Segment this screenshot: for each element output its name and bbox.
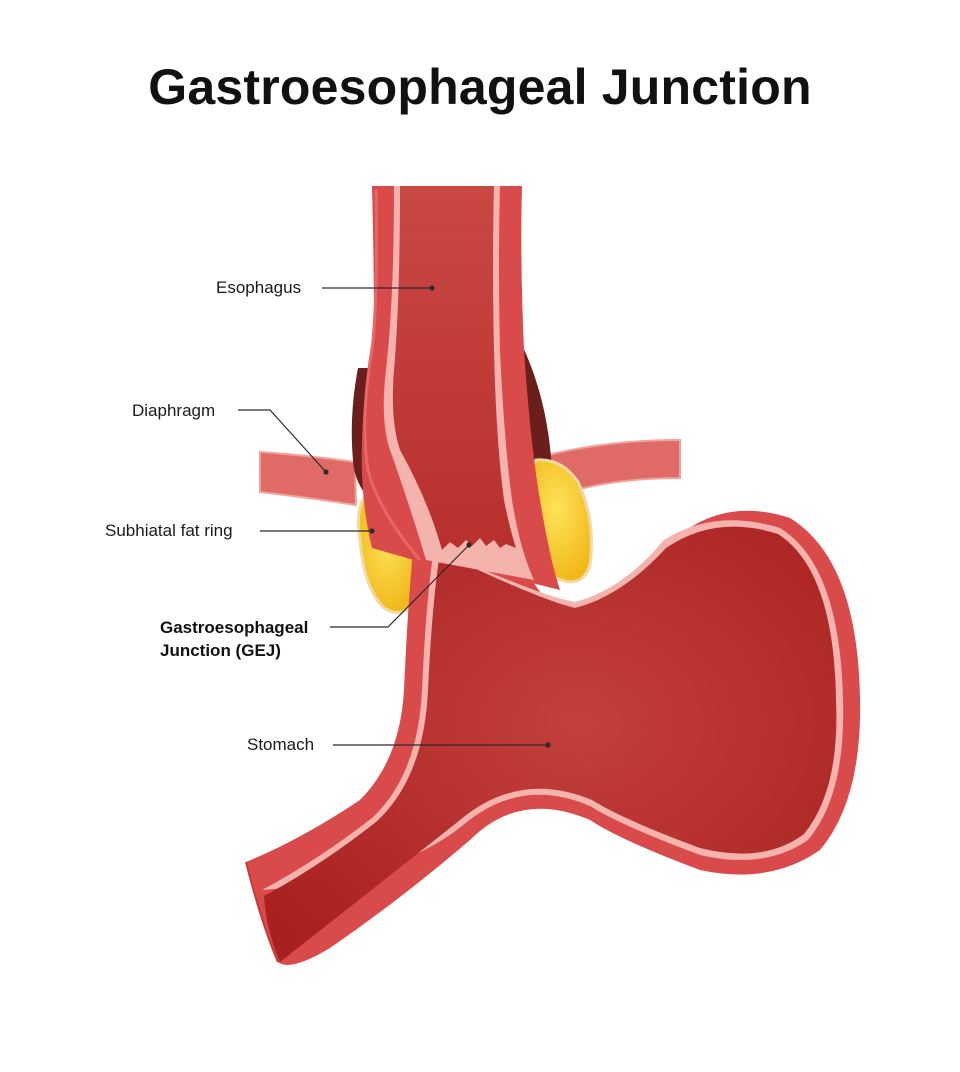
label-gej-line1: Gastroesophageal: [160, 618, 308, 637]
diaphragm-right: [546, 438, 681, 496]
pointer-fat-ring: [369, 528, 375, 534]
label-gej: Gastroesophageal Junction (GEJ): [160, 542, 472, 660]
label-gej-line2: Junction (GEJ): [160, 641, 281, 660]
pointer-gej: [466, 542, 472, 548]
label-diaphragm: Diaphragm: [132, 401, 329, 475]
label-fat-ring-text: Subhiatal fat ring: [105, 521, 233, 540]
label-esophagus: Esophagus: [216, 278, 435, 297]
leader-gej: [330, 544, 470, 628]
pointer-esophagus: [429, 285, 435, 291]
esophagus-left-wall-edge: [363, 189, 422, 561]
label-stomach: Stomach: [247, 735, 551, 754]
leader-diaphragm: [238, 409, 327, 473]
label-diaphragm-text: Diaphragm: [132, 401, 215, 420]
stomach-lower-edge: [245, 861, 279, 963]
label-stomach-text: Stomach: [247, 735, 314, 754]
esophagus-lumen: [392, 186, 516, 550]
label-esophagus-text: Esophagus: [216, 278, 301, 297]
label-fat-ring: Subhiatal fat ring: [105, 521, 375, 540]
pointer-stomach: [545, 742, 551, 748]
diaphragm-left: [259, 450, 358, 507]
diaphragm: [259, 438, 681, 507]
pointer-diaphragm: [323, 469, 329, 475]
diagram-title: Gastroesophageal Junction: [148, 59, 812, 115]
